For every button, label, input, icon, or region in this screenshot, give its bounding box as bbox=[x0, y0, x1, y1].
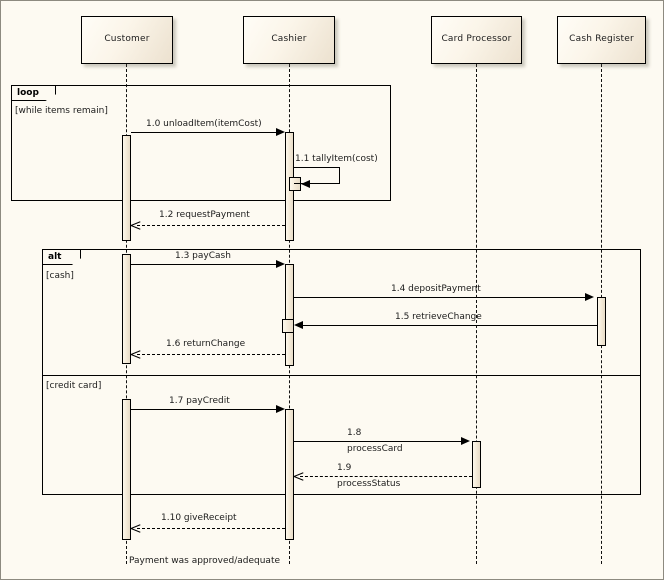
message-line-1-3[interactable] bbox=[131, 264, 277, 265]
activation-customer-cash bbox=[122, 254, 131, 364]
message-line-1-4[interactable] bbox=[294, 297, 586, 298]
fragment-alt-guard-credit-card: [credit card] bbox=[46, 381, 102, 391]
message-arrowhead-1-3 bbox=[276, 260, 285, 268]
fragment-loop[interactable]: loop bbox=[11, 85, 391, 201]
lifeline-head-card-processor[interactable]: Card Processor bbox=[431, 16, 522, 64]
activation-cashier-cash bbox=[285, 264, 294, 366]
message-arrowhead-1-9 bbox=[294, 472, 303, 481]
message-line-1-8[interactable] bbox=[294, 441, 462, 442]
lifeline-label-card-processor: Card Processor bbox=[441, 34, 512, 45]
lifeline-label-cashier: Cashier bbox=[271, 34, 307, 45]
message-label-1-5: 1.5 retrieveChange bbox=[395, 312, 482, 322]
activation-cash-register bbox=[597, 297, 606, 346]
message-label-1-1: 1.1 tallyItem(cost) bbox=[295, 154, 378, 164]
lifeline-label-cash-register: Cash Register bbox=[569, 34, 634, 45]
message-arrowhead-1-0 bbox=[276, 128, 285, 136]
message-line-1-0[interactable] bbox=[131, 132, 277, 133]
message-arrowhead-1-8 bbox=[461, 437, 470, 445]
message-arrowhead-1-10 bbox=[131, 524, 140, 533]
message-arrowhead-1-2 bbox=[131, 221, 140, 230]
fragment-alt-guard-cash: [cash] bbox=[46, 271, 74, 281]
message-line-1-2[interactable] bbox=[137, 225, 285, 226]
message-arrowhead-1-7 bbox=[276, 405, 285, 413]
lifeline-label-customer: Customer bbox=[104, 34, 150, 45]
message-label-1-3: 1.3 payCash bbox=[175, 251, 231, 261]
message-label-1-9-number: 1.9 bbox=[337, 463, 352, 473]
activation-cashier-self-tally bbox=[289, 177, 301, 191]
message-label-1-8-name: processCard bbox=[347, 444, 403, 454]
message-label-1-4: 1.4 depositPayment bbox=[391, 284, 481, 294]
lifeline-head-cash-register[interactable]: Cash Register bbox=[557, 16, 646, 64]
message-label-1-8-number: 1.8 bbox=[347, 428, 362, 438]
activation-card-processor bbox=[472, 441, 481, 488]
message-label-1-2: 1.2 requestPayment bbox=[159, 210, 250, 220]
fragment-loop-tab: loop bbox=[12, 86, 56, 101]
fragment-alt[interactable]: alt bbox=[42, 249, 641, 495]
message-line-1-5[interactable] bbox=[302, 325, 597, 326]
activation-customer-credit bbox=[122, 399, 131, 540]
message-line-1-10[interactable] bbox=[137, 528, 285, 529]
message-arrowhead-1-6 bbox=[131, 350, 140, 359]
message-label-1-6: 1.6 returnChange bbox=[166, 339, 246, 349]
activation-customer-loop bbox=[122, 135, 131, 241]
message-arrowhead-1-4 bbox=[585, 293, 594, 301]
message-self-1-1[interactable] bbox=[294, 167, 340, 184]
message-label-1-7: 1.7 payCredit bbox=[169, 396, 230, 406]
message-line-1-6[interactable] bbox=[137, 354, 285, 355]
fragment-alt-tab: alt bbox=[43, 250, 81, 265]
message-label-1-9-name: processStatus bbox=[337, 479, 401, 489]
message-label-1-10: 1.10 giveReceipt bbox=[161, 513, 237, 523]
message-arrowhead-1-5 bbox=[294, 321, 303, 329]
fragment-alt-operator: alt bbox=[48, 252, 62, 262]
message-arrowhead-1-1 bbox=[301, 180, 310, 188]
message-line-1-7[interactable] bbox=[131, 409, 277, 410]
lifeline-head-customer[interactable]: Customer bbox=[81, 16, 173, 64]
message-label-1-0: 1.0 unloadItem(itemCost) bbox=[146, 119, 262, 129]
lifeline-stem-card-processor bbox=[476, 64, 477, 564]
fragment-alt-divider bbox=[42, 375, 641, 376]
activation-cashier-retrieve-change bbox=[282, 319, 294, 333]
activation-cashier-credit bbox=[285, 409, 294, 540]
lifeline-head-cashier[interactable]: Cashier bbox=[243, 16, 335, 64]
message-line-1-9[interactable] bbox=[300, 476, 472, 477]
fragment-loop-guard: [while items remain] bbox=[15, 106, 108, 116]
diagram-note-payment-approved: Payment was approved/adequate bbox=[129, 556, 281, 566]
fragment-loop-operator: loop bbox=[17, 88, 39, 98]
